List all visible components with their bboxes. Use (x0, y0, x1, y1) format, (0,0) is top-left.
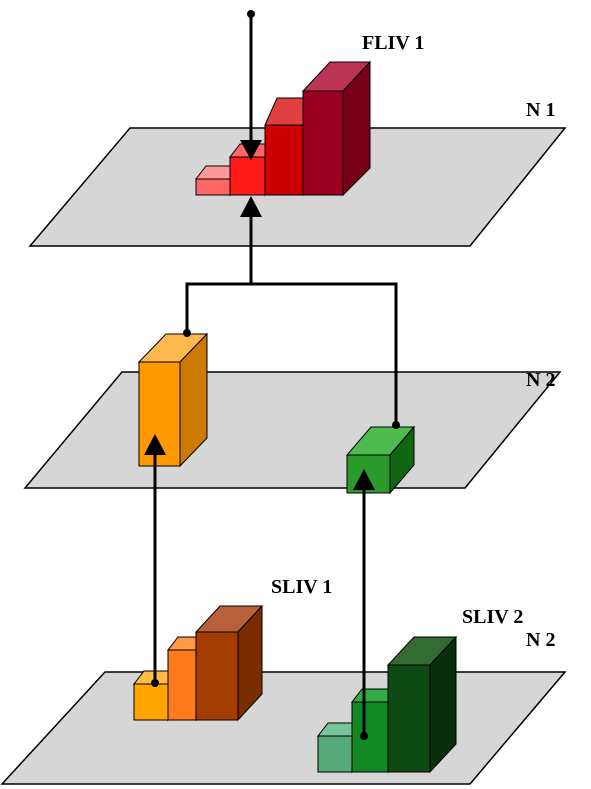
sliv1-bar-3 (195, 631, 239, 721)
arrow-sliv1-to-mid-orange (144, 434, 166, 687)
arrow-in-to-fliv1 (240, 10, 262, 160)
sliv1-bars (132, 604, 264, 722)
label-sliv2: SLIV 2 (462, 606, 523, 628)
sliv2-bar-1 (317, 735, 353, 773)
sliv2-bar-2 (351, 701, 389, 773)
fliv1-bar-2 (229, 156, 266, 196)
label-fliv1: FLIV 1 (362, 32, 424, 54)
label-level-bottom: N 2 (526, 629, 555, 651)
label-level-top: N 1 (526, 99, 555, 121)
plane-level-3 (0, 671, 567, 785)
sliv1-bar-1 (133, 683, 169, 721)
connector-merge-to-fliv1 (183, 196, 400, 429)
label-level-mid: N 2 (526, 369, 555, 391)
sliv2-bar-3 (387, 664, 431, 773)
sliv1-bar-2 (167, 649, 197, 721)
label-sliv1: SLIV 1 (271, 576, 332, 598)
sliv2-bars (316, 635, 458, 774)
plane-level-2 (23, 371, 562, 489)
fliv1-bar-4 (302, 90, 344, 196)
arrow-sliv2-to-mid-green (353, 469, 375, 740)
fliv1-bar-3 (264, 124, 304, 196)
fliv1-bar-1 (195, 178, 231, 196)
fliv1-bars (194, 60, 372, 197)
